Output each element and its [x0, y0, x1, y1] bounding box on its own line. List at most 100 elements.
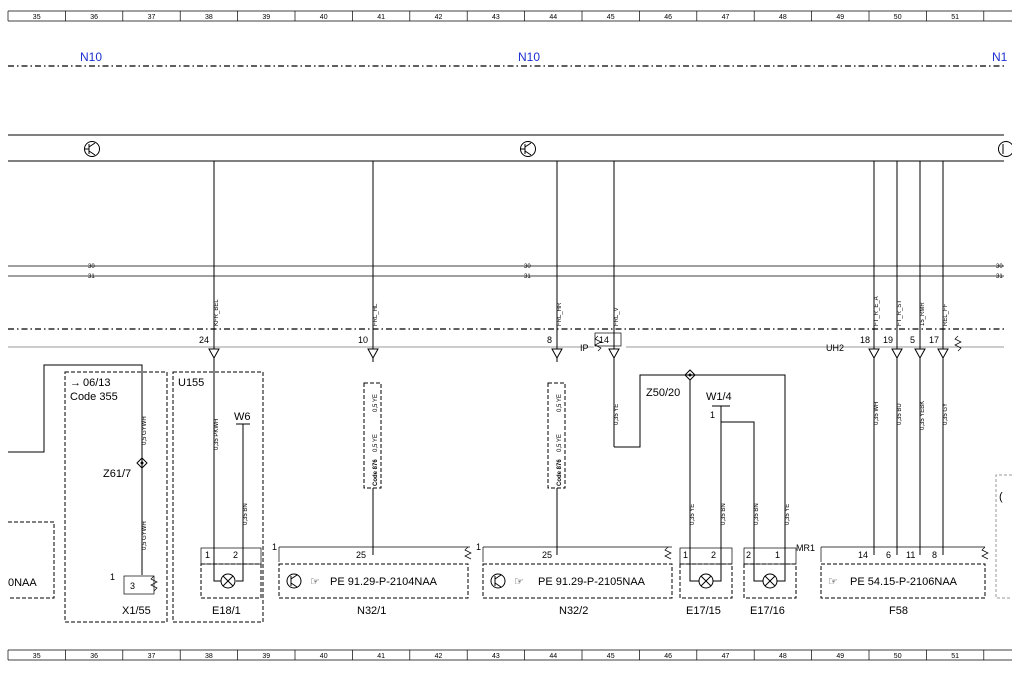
ref-pointer-icon: ☞: [828, 576, 838, 588]
harness-break-icon: [955, 336, 961, 351]
wire-label-pkwh: 0,35 PKWH: [214, 419, 220, 450]
signal-label-ft-r-st: FT_R_ST: [897, 300, 903, 326]
code876-label-b: Code 876: [557, 459, 563, 486]
f58-label: F58: [889, 605, 908, 617]
n321-break-icon: [465, 547, 471, 559]
w14-pin-1: 1: [710, 410, 715, 420]
lamp-icon: [221, 574, 235, 588]
signal-label-frl-v: FRL_V: [614, 307, 620, 326]
bus-label-31a: 31: [88, 274, 95, 280]
f58-pin-14: 14: [858, 550, 868, 560]
wire-label-ye-n321-top: 0,5 YE: [373, 394, 379, 412]
grid-column-number: 43: [492, 653, 500, 660]
signal-label-rel-ff: REL_FF: [943, 303, 949, 326]
u155-box: [173, 372, 263, 622]
e1716-lamp-wires: [754, 555, 785, 581]
ref-pointer-icon: ☞: [514, 576, 524, 588]
pin-number-10: 10: [358, 335, 368, 345]
grid-column-number: 42: [435, 14, 443, 21]
u155-label: U155: [178, 377, 204, 389]
wire-label-ye-14: 0,35 YE: [614, 404, 620, 425]
grid-column-number: 51: [951, 653, 959, 660]
grid-column-number: 50: [894, 14, 902, 21]
wire-label-wh: 0,35 WH: [874, 402, 880, 425]
w6-label: W6: [234, 411, 251, 423]
n322-ref-link[interactable]: PE 91.29-P-2105NAA: [538, 576, 646, 588]
grid-column-number: 37: [148, 653, 156, 660]
wire-label-bu: 0,35 BU: [897, 403, 903, 425]
pin-number-17: 17: [929, 335, 939, 345]
wire-label-bn-w6: 0,35 BN: [243, 503, 249, 525]
electronic-symbol-icon: [999, 142, 1012, 157]
grid-column-number: 37: [148, 14, 156, 21]
electronic-symbol-icon: [491, 574, 505, 588]
grid-column-number: 39: [262, 14, 270, 21]
harness-mr1-label: MR1: [796, 543, 815, 553]
grid-column-number: 40: [320, 653, 328, 660]
n10-label-3: N1: [992, 50, 1008, 64]
f58-pin-6: 6: [886, 550, 891, 560]
pin-arrow-icon: [552, 336, 562, 362]
f58-ref-link[interactable]: PE 54.15-P-2106NAA: [850, 576, 958, 588]
pin-number-18: 18: [860, 335, 870, 345]
wire-label-yebk: 0,35 YEBK: [920, 401, 926, 430]
grid-column-number: 49: [836, 653, 844, 660]
f58-break-icon: [982, 547, 988, 559]
e181-pin-1: 1: [205, 550, 210, 560]
bus-label-31b: 31: [524, 274, 531, 280]
code355-label: Code 355: [70, 391, 118, 403]
pin-arrow-icon: [368, 336, 378, 362]
wire-label-e1715-bn: 0,35 BN: [721, 503, 727, 525]
wire-label-e1715-ye: 0,35 YE: [690, 504, 696, 525]
f58-pin-8: 8: [932, 550, 937, 560]
pin-arrow-icon: [869, 336, 879, 362]
electronic-symbol-icon: [287, 574, 301, 588]
harness-ip-label: IP: [580, 343, 589, 353]
pin-number-14: 14: [599, 335, 609, 345]
ground-w14-label: W1/4: [706, 391, 732, 403]
e181-label: E18/1: [212, 605, 241, 617]
grid-column-number: 39: [262, 653, 270, 660]
grid-column-number: 48: [779, 653, 787, 660]
grid-column-number: 44: [549, 14, 557, 21]
pin-number-19: 19: [883, 335, 893, 345]
code876-label-a: Code 876: [373, 459, 379, 486]
signal-label-frl-hr: FRL_HR: [557, 302, 563, 326]
electronic-symbol-icon: [521, 142, 536, 157]
grid-column-number: 47: [722, 653, 730, 660]
x155-pin-1: 1: [110, 572, 115, 582]
e1715-lamp-wires: [690, 555, 721, 581]
e181-pin-2: 2: [233, 550, 238, 560]
ref-pointer-icon: ☞: [310, 576, 320, 588]
n321-ref-link[interactable]: PE 91.29-P-2104NAA: [330, 576, 438, 588]
e1716-label: E17/16: [750, 605, 785, 617]
n321-label: N32/1: [357, 605, 386, 617]
grid-column-number: 35: [33, 14, 41, 21]
e181-lamp-wires: [214, 555, 243, 581]
grid-column-number: 45: [607, 653, 615, 660]
n322-label: N32/2: [559, 605, 588, 617]
grid-column-number: 51: [951, 14, 959, 21]
lamp-icon: [763, 574, 777, 588]
splice-z61-7-label: Z61/7: [103, 468, 131, 480]
splice-dot: [689, 374, 692, 377]
wire-label-e1716-bn: 0,35 BN: [754, 503, 760, 525]
e1715-pin-2: 2: [711, 550, 716, 560]
grid-column-number: 35: [33, 653, 41, 660]
date-note-arrow: →: [70, 377, 81, 389]
wire-w14-ground: [721, 406, 754, 555]
pin-number-8: 8: [547, 335, 552, 345]
grid-column-number: 46: [664, 653, 672, 660]
right-partial-paren: (: [999, 491, 1003, 503]
wire-z5020-route: [614, 375, 785, 555]
splice-dot: [141, 462, 144, 465]
bus-label-30c: 30: [996, 264, 1003, 270]
grid-column-number: 50: [894, 653, 902, 660]
pin-arrow-icon: [938, 336, 948, 362]
e1716-pin-2: 2: [746, 550, 751, 560]
grid-column-number: 38: [205, 653, 213, 660]
grid-column-number: 38: [205, 14, 213, 21]
grid-column-number: 41: [377, 14, 385, 21]
date-note: 06/13: [83, 377, 111, 389]
